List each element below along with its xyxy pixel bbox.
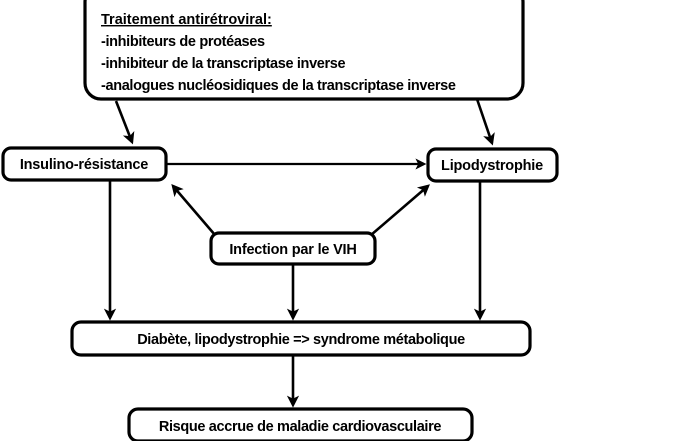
node-insulin-resistance[interactable]: Insulino-résistance bbox=[1, 146, 168, 182]
edge-treatment-to-insulin-resistance bbox=[114, 100, 135, 145]
node-metabolic-syndrome[interactable]: Diabète, lipodystrophie => syndrome méta… bbox=[70, 320, 532, 357]
node-metabolic-syndrome-label: Diabète, lipodystrophie => syndrome méta… bbox=[137, 332, 465, 348]
node-treatment-line-3: -analogues nucléosidiques de la transcri… bbox=[101, 78, 456, 94]
node-lipodystrophy-label: Lipodystrophie bbox=[441, 158, 543, 174]
node-metabolic-syndrome-shape bbox=[70, 320, 532, 357]
edge-treatment-to-lipodystrophy bbox=[475, 98, 495, 146]
node-treatment-line-1: -inhibiteurs de protéases bbox=[101, 34, 265, 50]
node-hiv-infection-shape bbox=[209, 231, 377, 266]
edge-group bbox=[103, 98, 495, 408]
node-hiv-infection-label: Infection par le VIH bbox=[229, 242, 356, 258]
node-treatment[interactable]: Traitement antirétroviral: -inhibiteurs … bbox=[83, 0, 525, 101]
node-treatment-heading: Traitement antirétroviral: bbox=[101, 12, 272, 28]
node-lipodystrophy-shape bbox=[426, 147, 559, 183]
edge-hiv-to-insulin-resistance bbox=[171, 184, 216, 236]
node-hiv-infection[interactable]: Infection par le VIH bbox=[209, 231, 377, 266]
node-treatment-line-2: -inhibiteur de la transcriptase inverse bbox=[101, 56, 345, 72]
node-cardiovascular-risk-label: Risque accrue de maladie cardiovasculair… bbox=[159, 419, 442, 435]
node-treatment-shape bbox=[83, 0, 525, 101]
node-insulin-resistance-label: Insulino-résistance bbox=[20, 157, 148, 173]
node-cardiovascular-risk-shape bbox=[127, 407, 474, 441]
node-cardiovascular-risk[interactable]: Risque accrue de maladie cardiovasculair… bbox=[127, 407, 474, 441]
node-lipodystrophy[interactable]: Lipodystrophie bbox=[426, 147, 559, 183]
node-insulin-resistance-shape bbox=[1, 146, 168, 182]
edge-hiv-to-lipodystrophy bbox=[370, 184, 430, 236]
